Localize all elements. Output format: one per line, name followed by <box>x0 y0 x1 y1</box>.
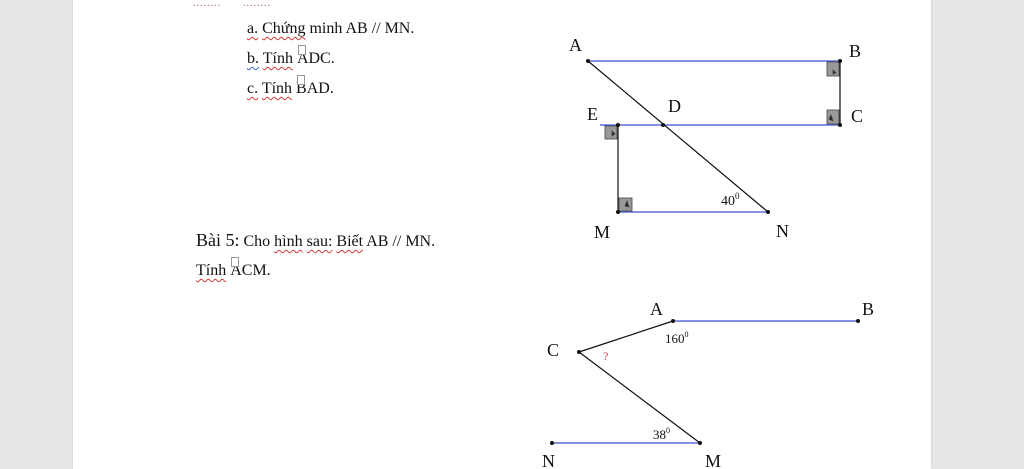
label-N-2: N <box>542 451 555 469</box>
item-a-word: Chứng <box>262 20 306 37</box>
label-A-2: A <box>650 299 663 319</box>
item-c: c. Tính BAD. <box>247 75 334 98</box>
item-a: a. Chứng minh AB // MN. <box>247 20 414 38</box>
label-C: C <box>851 106 863 126</box>
item-c-suffix: . <box>329 80 334 97</box>
angle-label-A: 1600 <box>665 330 689 346</box>
angle-symbol-icon <box>297 75 306 85</box>
angle-label-M: 380 <box>653 426 670 442</box>
item-c-angle: BAD <box>296 75 330 98</box>
right-angle-E <box>604 125 618 140</box>
bai5-line1: Bài 5: Cho hình sau: Biết AB // MN. <box>196 230 435 251</box>
figure-1: A B C D E M N 400 <box>569 35 863 242</box>
bai5-line2: Tính ACM. <box>196 257 271 280</box>
right-angle-C <box>826 109 840 125</box>
spell-mark-top: ........ <box>193 0 221 9</box>
item-a-marker: a. <box>247 20 259 37</box>
item-b-marker: b. <box>247 50 259 67</box>
right-angle-B <box>826 61 840 77</box>
point-B <box>838 59 842 63</box>
label-N: N <box>776 221 789 241</box>
label-A: A <box>569 35 582 55</box>
unknown-angle-C: ? <box>603 349 608 363</box>
bai5-word-biet: Biết <box>336 233 364 250</box>
item-c-word: Tính <box>261 80 293 97</box>
point-N-2 <box>550 441 554 445</box>
bai5-title: Bài 5: <box>196 230 240 250</box>
bai5-word-cho: Cho <box>243 233 271 250</box>
label-D: D <box>668 96 681 116</box>
bai5-angle: ACM <box>230 257 267 280</box>
spell-mark-top-2: ........ <box>243 0 271 9</box>
label-M: M <box>594 222 610 242</box>
point-A <box>586 59 590 63</box>
point-M <box>616 210 620 214</box>
bai5-word-sau: sau: <box>306 233 333 250</box>
point-C-2 <box>577 350 581 354</box>
angle-symbol-icon <box>231 257 240 267</box>
point-E <box>616 123 620 127</box>
label-M-2: M <box>705 451 721 469</box>
right-angle-M <box>618 197 633 212</box>
angle-label-N: 400 <box>721 191 740 209</box>
point-A-2 <box>671 319 675 323</box>
item-a-text: minh AB // MN. <box>309 20 415 37</box>
label-B-2: B <box>862 299 874 319</box>
bai5-word-tinh: Tính <box>196 262 227 279</box>
point-C <box>838 123 842 127</box>
label-E: E <box>587 104 598 124</box>
line-CA <box>578 320 674 353</box>
bai5-word-hinh: hình <box>274 233 303 250</box>
figure-2: A B C M N 1600 380 ? <box>542 299 874 469</box>
point-M-2 <box>698 441 702 445</box>
point-D <box>661 123 665 127</box>
document-page: ........ ........ a. Chứng minh AB // MN… <box>73 0 931 469</box>
item-b-word: Tính <box>262 50 293 67</box>
item-c-marker: c. <box>247 80 259 97</box>
item-b-suffix: . <box>330 50 335 67</box>
item-b-angle: ADC <box>297 45 331 68</box>
label-B: B <box>849 41 861 61</box>
point-N <box>766 210 770 214</box>
label-C-2: C <box>547 340 559 360</box>
line-AN <box>587 60 769 213</box>
bai5-text: AB // MN. <box>366 233 436 250</box>
line-CM <box>578 351 701 444</box>
angle-symbol-icon <box>297 45 306 55</box>
item-b: b. Tính ADC. <box>247 45 335 68</box>
bai5-suffix: . <box>266 262 271 279</box>
point-B-2 <box>856 319 860 323</box>
